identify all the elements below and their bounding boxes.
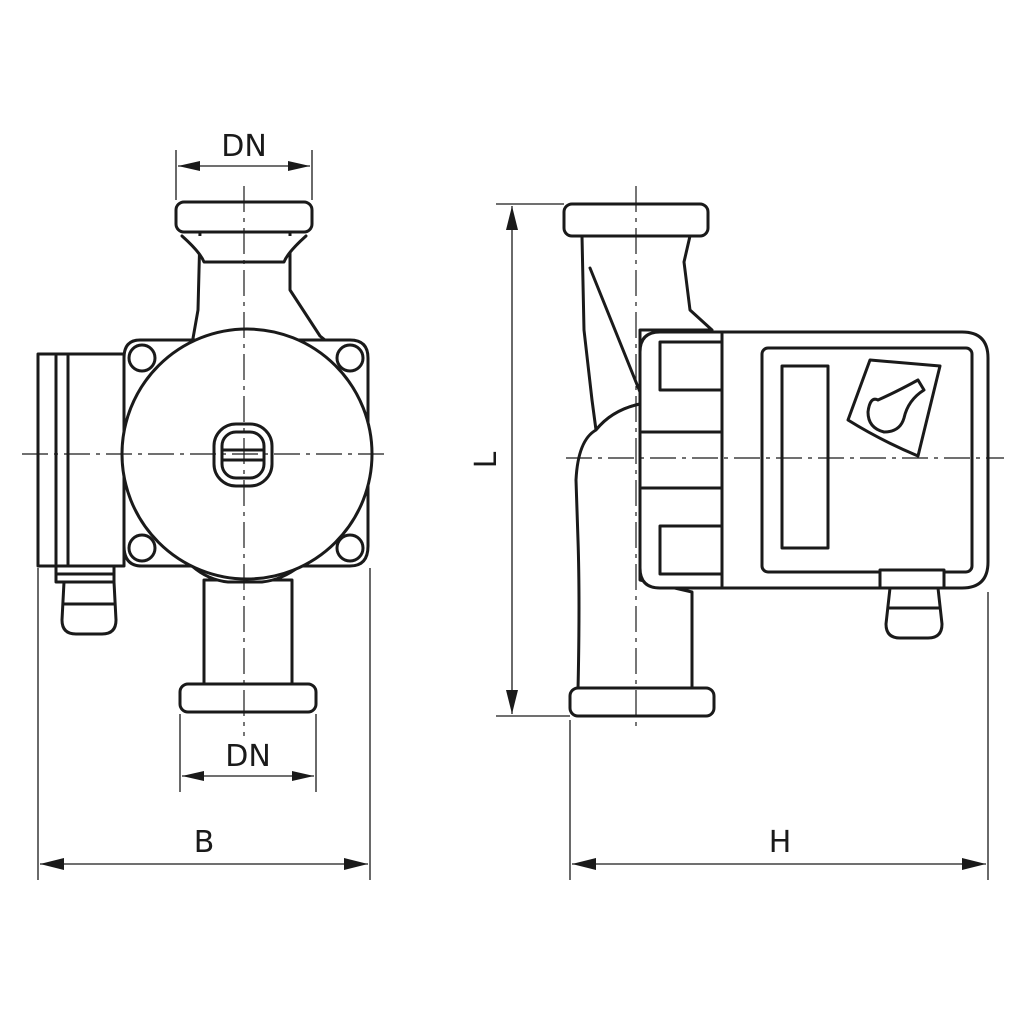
terminal-box	[36, 352, 126, 636]
h-dimension: H	[569, 592, 989, 880]
h-label: H	[769, 825, 792, 860]
pump-body	[120, 327, 374, 584]
dn-top-dimension: DN	[175, 129, 313, 200]
b-label: B	[194, 825, 215, 860]
l-dimension: L	[469, 203, 570, 717]
bolt-top-left	[127, 343, 157, 373]
dn-bottom-dimension: DN	[179, 714, 317, 792]
dn-bottom-label: DN	[225, 739, 271, 774]
dn-top-label: DN	[221, 129, 267, 164]
b-dimension: B	[37, 568, 371, 880]
bolt-top-right	[335, 343, 365, 373]
front-view: DN DN B	[22, 129, 384, 880]
bolt-bottom-left	[127, 533, 157, 563]
side-pipe	[562, 202, 716, 718]
control-box	[638, 330, 990, 590]
side-cable-gland	[878, 568, 946, 640]
bolt-bottom-right	[335, 533, 365, 563]
l-label: L	[469, 451, 504, 468]
display-window	[780, 364, 830, 550]
side-view: L H	[469, 186, 1004, 880]
